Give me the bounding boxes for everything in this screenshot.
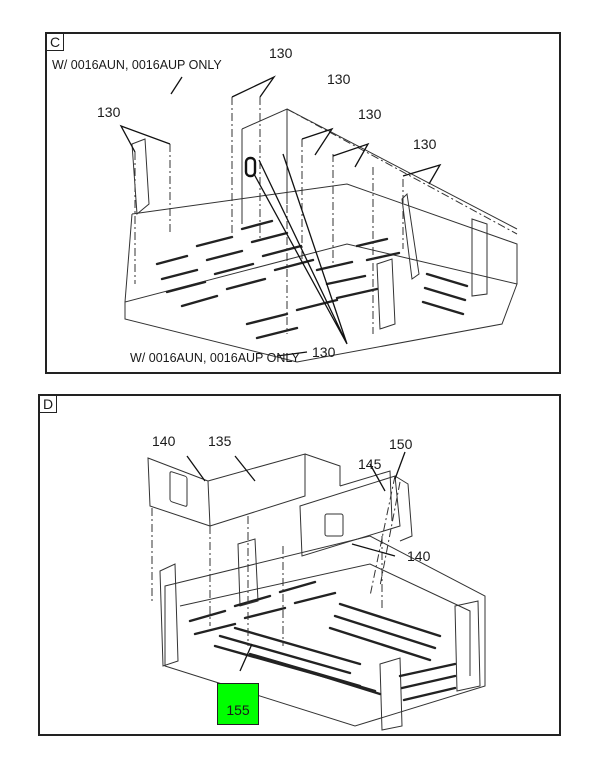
callout-130-d: 130 bbox=[413, 136, 437, 152]
callout-140-left-panel: 140 bbox=[152, 433, 176, 449]
view-letter-c: C bbox=[47, 34, 65, 51]
view-letter-d: D bbox=[40, 396, 58, 413]
option-note-top: W/ 0016AUN, 0016AUP ONLY bbox=[52, 58, 222, 72]
callout-155-highlight[interactable]: 155 bbox=[217, 683, 259, 725]
callout-130-bottom: 130 bbox=[312, 344, 336, 360]
floor-partition-drawing-d bbox=[147, 451, 486, 731]
callout-130-b: 130 bbox=[327, 71, 351, 87]
view-c-panel: C bbox=[45, 32, 561, 374]
callout-130-c: 130 bbox=[358, 106, 382, 122]
view-d-panel: D bbox=[38, 394, 561, 736]
callout-145: 145 bbox=[358, 456, 382, 472]
floor-assembly-drawing-c bbox=[119, 75, 518, 363]
footer-reference-clipped bbox=[10, 757, 90, 761]
footer-page-clipped bbox=[582, 757, 604, 761]
callout-155-label: 155 bbox=[226, 702, 250, 718]
callout-130-left: 130 bbox=[97, 104, 121, 120]
callout-150: 150 bbox=[389, 436, 413, 452]
option-note-bottom: W/ 0016AUN, 0016AUP ONLY bbox=[130, 351, 300, 365]
callout-135: 135 bbox=[208, 433, 232, 449]
callout-140-right-panel: 140 bbox=[407, 548, 431, 564]
callout-130-a: 130 bbox=[269, 45, 293, 61]
